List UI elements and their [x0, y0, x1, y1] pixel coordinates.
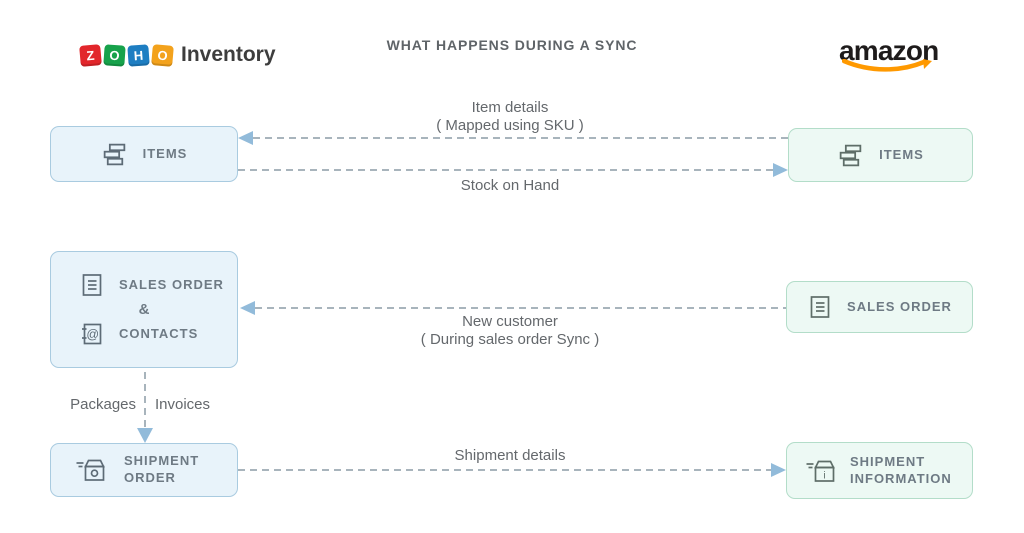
zoho-product-name: Inventory: [181, 43, 276, 66]
amazon-sales-order-box: SALES ORDER: [786, 281, 973, 333]
flow-label-shipment-details: Shipment details: [454, 447, 566, 464]
sales-order-document-icon: [807, 294, 833, 320]
item-details-line1: Item details: [471, 99, 549, 116]
zoho-contacts-label: CONTACTS: [119, 325, 199, 341]
amazon-logo: amazon: [839, 37, 949, 74]
item-details-line2: ( Mapped using SKU ): [436, 117, 584, 134]
ampersand-label: &: [138, 301, 150, 318]
zoho-inventory-logo: Z O H O Inventory: [79, 43, 276, 67]
arrow-new-customer-head-left: [240, 301, 255, 315]
zoho-items-label: ITEMS: [142, 145, 188, 161]
amazon-items-box: ITEMS: [788, 128, 973, 182]
flow-label-invoices: Invoices: [155, 396, 211, 413]
amazon-items-label: ITEMS: [879, 146, 924, 162]
svg-text:@: @: [86, 327, 99, 341]
diagram-title: WHAT HAPPENS DURING A SYNC: [386, 37, 638, 53]
shipment-info-package-icon: i: [805, 457, 838, 485]
svg-text:i: i: [823, 470, 825, 481]
items-stack-icon: [837, 142, 864, 169]
items-stack-icon: [101, 141, 128, 168]
amazon-smile-icon: [842, 59, 932, 72]
arrow-item-details-head-left: [238, 131, 253, 145]
amazon-wordmark: amazon: [839, 35, 939, 66]
shipment-package-icon: [75, 456, 108, 484]
amazon-sales-order-label: SALES ORDER: [847, 298, 952, 314]
new-customer-line1: New customer: [462, 313, 558, 330]
contacts-address-book-icon: @: [79, 321, 105, 347]
flow-label-packages: Packages: [70, 396, 136, 413]
flow-label-stock-on-hand: Stock on Hand: [460, 177, 560, 194]
amazon-shipment-information-label: SHIPMENT INFORMATION: [850, 453, 952, 486]
flow-label-item-details: Item details ( Mapped using SKU ): [330, 99, 690, 135]
sales-order-document-icon: [79, 272, 105, 298]
arrow-shipment-details-head-right: [771, 463, 786, 477]
arrow-stock-on-hand-head-right: [773, 163, 788, 177]
zoho-shipment-order-label: SHIPMENT ORDER: [124, 453, 200, 485]
amazon-shipment-information-box: i SHIPMENT INFORMATION: [786, 442, 973, 499]
zoho-items-box: ITEMS: [50, 126, 238, 182]
zoho-sales-contacts-box: SALES ORDER & @ CONTACTS: [50, 251, 238, 368]
flow-label-new-customer: New customer ( During sales order Sync ): [300, 313, 720, 349]
arrow-order-to-shipment-head-down: [137, 428, 153, 443]
zoho-shipment-order-box: SHIPMENT ORDER: [50, 443, 238, 497]
zoho-sales-order-label: SALES ORDER: [119, 276, 224, 292]
new-customer-line2: ( During sales order Sync ): [420, 331, 600, 348]
